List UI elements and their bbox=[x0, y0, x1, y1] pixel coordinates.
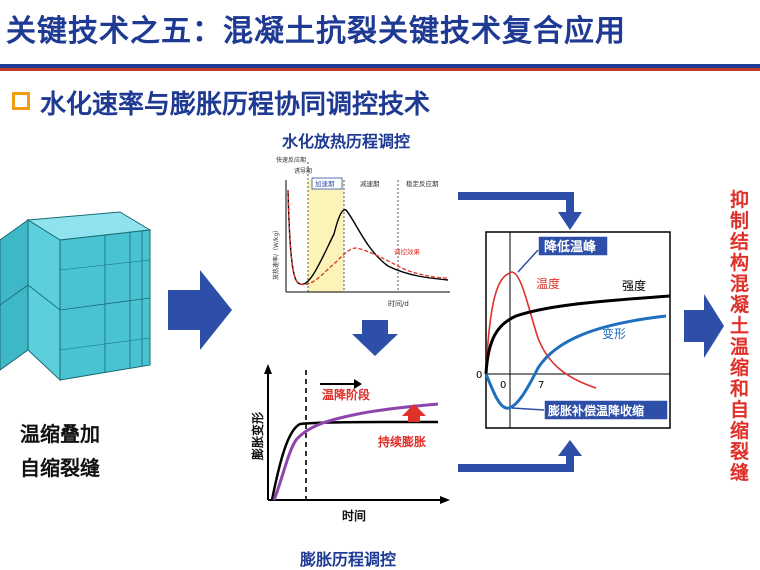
temperature-curve bbox=[485, 271, 597, 389]
control-effect-label: 调控效果 bbox=[394, 247, 421, 256]
expansion-process-chart: 温降阶段 持续膨胀 膨胀变形 时间 bbox=[250, 364, 450, 523]
arrow-right-icon bbox=[168, 270, 232, 350]
controlled-heat-curve bbox=[287, 189, 449, 286]
strength-curve bbox=[484, 294, 671, 375]
phase-label-stable: 稳定反应期 bbox=[406, 179, 439, 188]
expansion-chart-caption: 膨胀历程调控 bbox=[300, 550, 397, 569]
hydration-y-axis-label: 放热速率/（W/kg） bbox=[272, 227, 280, 280]
arrow-down-icon bbox=[352, 320, 398, 356]
reduce-peak-label: 降低温峰 bbox=[544, 239, 597, 255]
phase-label-deceleration: 减速期 bbox=[360, 179, 380, 188]
phase-label-rapid: 快速反应期 bbox=[276, 156, 306, 164]
reduce-peak-callout bbox=[537, 235, 609, 257]
conclusion-vertical-text: 抑制结构混凝土温缩和自缩裂缝 bbox=[730, 189, 750, 484]
hydration-x-axis-label: 时间/d bbox=[388, 299, 409, 308]
phase-label-induction: 诱导期 bbox=[294, 167, 312, 175]
tick-0-label: 0 bbox=[500, 380, 506, 391]
connector-arrow-bottom bbox=[458, 440, 582, 472]
expansion-deformation-curve bbox=[272, 402, 439, 501]
up-arrow-icon bbox=[402, 404, 426, 422]
page-title: 关键技术之五：混凝土抗裂关键技术复合应用 bbox=[6, 14, 626, 49]
expansion-x-axis-label: 时间 bbox=[342, 508, 366, 523]
arrow-right-icon bbox=[684, 294, 724, 358]
connector-arrow-top bbox=[458, 192, 582, 230]
section-subtitle: 水化速率与膨胀历程协同调控技术 bbox=[40, 90, 431, 120]
continuous-expansion-label: 持续膨胀 bbox=[378, 434, 426, 449]
origin-label: 0 bbox=[476, 370, 482, 381]
hydration-chart-caption: 水化放热历程调控 bbox=[282, 132, 411, 151]
tick-7-label: 7 bbox=[538, 380, 544, 391]
compensation-label: 膨胀补偿温降收缩 bbox=[547, 403, 644, 418]
cooling-stage-label: 温降阶段 bbox=[322, 387, 371, 402]
strength-label: 强度 bbox=[622, 278, 646, 293]
temperature-strength-deformation-chart: 0 0 7 降低温峰 温度 强度 变形 膨胀补偿温降收缩 bbox=[476, 231, 671, 429]
left-label-line2: 自缩裂缝 bbox=[20, 456, 100, 480]
expansion-y-axis-label: 膨胀变形 bbox=[250, 412, 265, 461]
square-bullet-icon bbox=[12, 92, 30, 110]
phase-label-acceleration: 加速期 bbox=[315, 179, 335, 188]
left-label-line1: 温缩叠加 bbox=[20, 422, 100, 446]
hydration-heat-chart: 快速反应期 诱导期 加速期 减速期 稳定反应期 放热速率/（W/kg） 时间/d… bbox=[238, 150, 458, 315]
title-divider bbox=[0, 64, 760, 72]
temperature-label: 温度 bbox=[536, 276, 560, 291]
deformation-label: 变形 bbox=[602, 326, 626, 341]
reference-deformation-curve bbox=[270, 420, 439, 501]
tank-model-illustration bbox=[0, 211, 152, 382]
deformation-curve bbox=[484, 314, 667, 410]
